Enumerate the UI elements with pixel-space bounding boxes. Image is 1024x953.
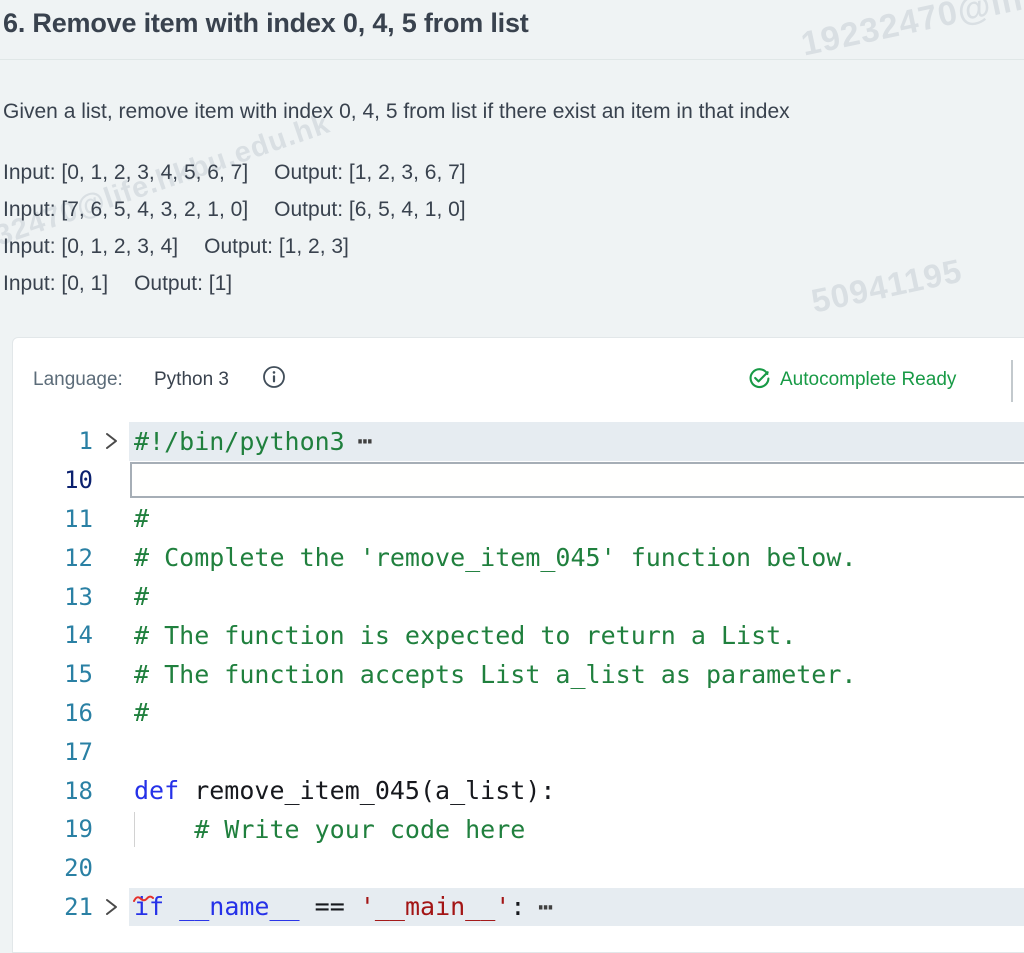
header-divider: [1011, 360, 1013, 402]
info-circle-icon[interactable]: [262, 365, 286, 389]
language-label: Language:: [33, 369, 123, 390]
example-input: Input: [0, 1, 2, 3, 4]: [3, 235, 179, 258]
gutter-fold-space: [93, 809, 129, 849]
example-output: Output: [6, 5, 4, 1, 0]: [274, 198, 466, 221]
line-number: 14: [13, 615, 93, 655]
gutter-fold-space: [93, 460, 129, 500]
line-number: 12: [13, 538, 93, 578]
problem-description: Given a list, remove item with index 0, …: [3, 100, 790, 123]
example-row: Input: [0, 1, 2, 3, 4, 5, 6, 7] Output: […: [3, 154, 1024, 191]
example-output: Output: [1, 2, 3]: [204, 235, 349, 258]
code-line[interactable]: 14 # The function is expected to return a…: [13, 615, 1024, 655]
code-token: def: [134, 776, 180, 806]
line-number: 19: [13, 809, 93, 849]
example-row: Input: [7, 6, 5, 4, 3, 2, 1, 0] Output: […: [3, 191, 1024, 228]
folded-code-ellipsis[interactable]: ⋯: [357, 427, 373, 456]
current-line-highlight: [130, 461, 1024, 498]
example-input: Input: [0, 1, 2, 3, 4, 5, 6, 7]: [3, 161, 249, 184]
line-number: 11: [13, 499, 93, 539]
code-line-content[interactable]: # Write your code here: [129, 810, 1024, 849]
code-line-content[interactable]: #: [129, 694, 1024, 733]
code-token: # The function is expected to return a L…: [134, 620, 797, 650]
line-number: 13: [13, 577, 93, 616]
code-token: ==: [299, 892, 360, 922]
code-line[interactable]: 15 # The function accepts List a_list as …: [13, 654, 1024, 694]
code-line-content[interactable]: if __name__ == '__main__':⋯: [129, 887, 1024, 927]
folded-code-ellipsis[interactable]: ⋯: [538, 892, 553, 921]
code-line[interactable]: 19 # Write your code here: [13, 809, 1024, 849]
code-line[interactable]: 12 # Complete the 'remove_item_045' funct…: [13, 538, 1024, 578]
code-line-content[interactable]: # Complete the 'remove_item_045' functio…: [129, 538, 1024, 577]
code-token: #: [134, 504, 150, 534]
code-line-content[interactable]: [129, 849, 1024, 888]
code-token: __name__: [179, 892, 300, 922]
error-squiggle-icon: [133, 881, 155, 902]
line-number: 15: [13, 654, 93, 694]
gutter-fold-space: [93, 693, 129, 733]
code-token: # Complete the 'remove_item_045' functio…: [134, 543, 857, 573]
code-line[interactable]: 20: [13, 848, 1024, 888]
fold-chevron-icon[interactable]: [93, 422, 129, 461]
gutter-fold-space: [93, 654, 129, 694]
gutter-fold-space: [93, 771, 129, 810]
page-title: 6. Remove item with index 0, 4, 5 from l…: [3, 8, 529, 38]
code-token: #!/bin/python3: [134, 426, 345, 456]
examples-list: Input: [0, 1, 2, 3, 4, 5, 6, 7] Output: […: [3, 154, 1024, 302]
code-line[interactable]: 13 #: [13, 577, 1024, 616]
code-token: # Write your code here: [134, 814, 526, 844]
line-number: 20: [13, 848, 93, 888]
line-number: 18: [13, 771, 93, 810]
language-value: Python 3: [154, 369, 229, 390]
line-number: 10: [13, 460, 93, 500]
gutter-fold-space: [93, 538, 129, 578]
code-token: #: [134, 698, 150, 728]
code-line[interactable]: 16 #: [13, 693, 1024, 733]
code-token: # The function accepts List a_list as pa…: [134, 659, 857, 689]
gutter-fold-space: [93, 499, 129, 539]
title-divider: [0, 59, 1024, 60]
code-line[interactable]: 10: [13, 460, 1024, 500]
indent-guide: [134, 811, 135, 847]
editor-header: Language: Python 3 Autocomplete Ready: [13, 338, 1024, 422]
gutter-fold-space: [93, 615, 129, 655]
code-token: remove_item_045(a_list):: [179, 776, 556, 806]
autocomplete-check-icon: [748, 367, 771, 390]
code-line[interactable]: 17: [13, 732, 1024, 772]
gutter-fold-space: [93, 577, 129, 616]
line-number: 1: [13, 422, 93, 461]
example-input: Input: [0, 1]: [3, 272, 109, 295]
line-number: 17: [13, 732, 93, 772]
code-token: #: [134, 582, 150, 612]
code-token: '__main__': [359, 892, 511, 922]
code-line[interactable]: 18 def remove_item_045(a_list):: [13, 771, 1024, 810]
code-line-content[interactable]: #!/bin/python3 ⋯: [129, 422, 1024, 461]
code-line-content[interactable]: [129, 732, 1024, 771]
example-input: Input: [7, 6, 5, 4, 3, 2, 1, 0]: [3, 198, 249, 221]
code-line-content[interactable]: def remove_item_045(a_list):: [129, 771, 1024, 810]
code-editor-panel: Language: Python 3 Autocomplete Ready 1 #…: [12, 337, 1024, 953]
code-line[interactable]: 11 #: [13, 499, 1024, 539]
line-number: 21: [13, 887, 93, 927]
problem-statement: 6. Remove item with index 0, 4, 5 from l…: [0, 0, 1024, 302]
example-output: Output: [1]: [134, 272, 233, 295]
line-number: 16: [13, 693, 93, 733]
autocomplete-status: Autocomplete Ready: [780, 369, 957, 390]
code-token: :: [510, 892, 526, 922]
example-output: Output: [1, 2, 3, 6, 7]: [274, 161, 466, 184]
code-line[interactable]: 1 #!/bin/python3 ⋯: [13, 422, 1024, 461]
gutter-fold-space: [93, 732, 129, 772]
code-token: [164, 892, 179, 921]
code-line-content[interactable]: #: [129, 577, 1024, 616]
example-row: Input: [0, 1, 2, 3, 4] Output: [1, 2, 3]: [3, 228, 1024, 265]
example-row: Input: [0, 1] Output: [1]: [3, 265, 1024, 302]
gutter-fold-space: [93, 848, 129, 888]
code-line-content[interactable]: # The function accepts List a_list as pa…: [129, 655, 1024, 694]
code-line-content[interactable]: #: [129, 500, 1024, 539]
fold-chevron-icon[interactable]: [93, 887, 129, 927]
code-line-content[interactable]: # The function is expected to return a L…: [129, 616, 1024, 655]
code-line-content[interactable]: [129, 461, 1024, 500]
